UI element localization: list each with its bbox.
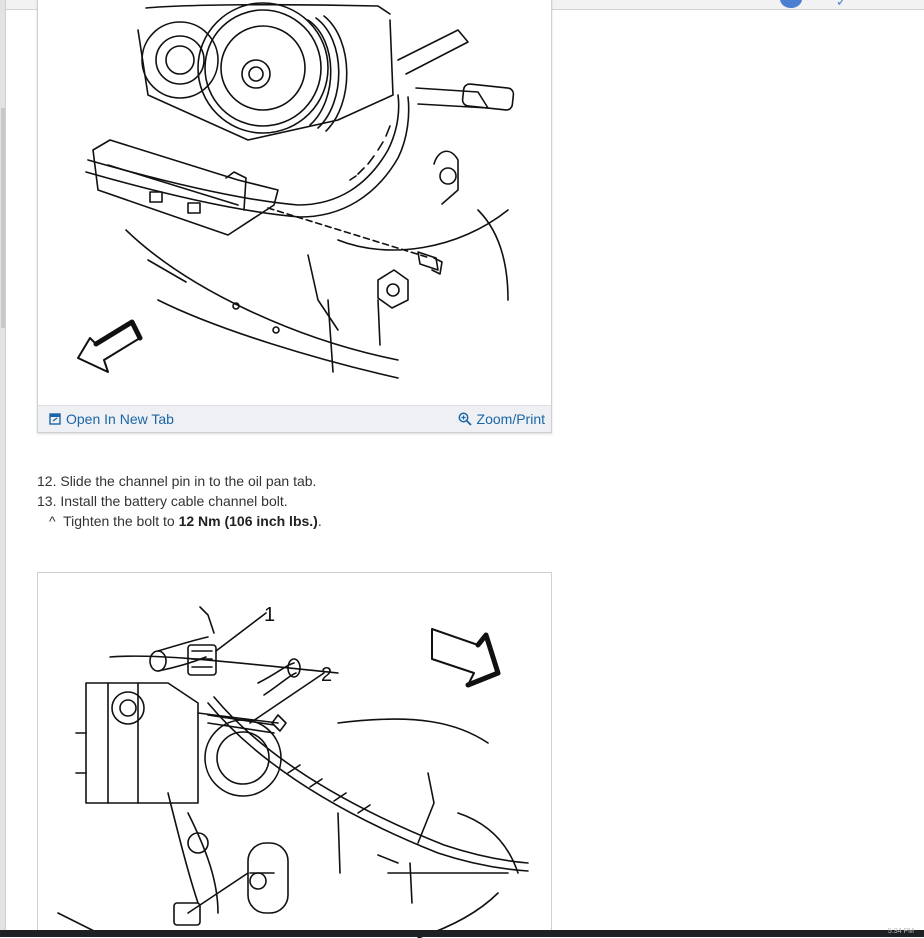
figure-toolbar: Open In New Tab Zoom/Print	[38, 405, 551, 432]
open-in-new-tab-label: Open In New Tab	[66, 411, 174, 427]
step-13-text: Install the battery cable channel bolt.	[60, 493, 288, 509]
zoom-print-link[interactable]: Zoom/Print	[458, 411, 545, 427]
checkmark-icon[interactable]: ✓	[836, 0, 847, 9]
step-12-text: Slide the channel pin in to the oil pan …	[60, 473, 317, 489]
left-scrollbar[interactable]	[0, 0, 6, 930]
engine-cable-channel-illustration	[77, 2, 515, 379]
taskbar-clock: 5:34 PM	[887, 928, 914, 935]
left-scrollbar-thumb[interactable]	[1, 108, 5, 328]
step-12: 12. Slide the channel pin in to the oil …	[37, 471, 322, 491]
os-taskbar: 5:34 PM	[0, 928, 924, 937]
step-13-substep: ^ Tighten the bolt to 12 Nm (106 inch lb…	[37, 511, 322, 531]
step-13-number: 13.	[37, 493, 57, 509]
starter-wiring-illustration: 1 2	[57, 604, 529, 938]
step-13: 13. Install the battery cable channel bo…	[37, 491, 322, 511]
substep-bullet: ^	[49, 513, 56, 529]
procedure-steps: 12. Slide the channel pin in to the oil …	[37, 471, 322, 531]
figure-starter-wiring: 1 2	[37, 572, 552, 938]
magnifier-plus-icon	[458, 412, 472, 426]
open-in-new-tab-icon	[49, 413, 61, 425]
profile-avatar-icon[interactable]	[780, 0, 802, 8]
substep-period: .	[317, 513, 322, 529]
figure-engine-cable-channel: Open In New Tab Zoom/Print	[37, 0, 552, 433]
callout-1: 1	[264, 604, 275, 626]
torque-spec: 12 Nm (106 inch lbs.)	[178, 513, 318, 529]
callout-2: 2	[321, 664, 332, 686]
substep-text: Tighten the bolt to	[63, 513, 175, 529]
zoom-print-label: Zoom/Print	[476, 411, 545, 427]
step-12-number: 12.	[37, 473, 57, 489]
open-in-new-tab-link[interactable]: Open In New Tab	[49, 411, 174, 427]
